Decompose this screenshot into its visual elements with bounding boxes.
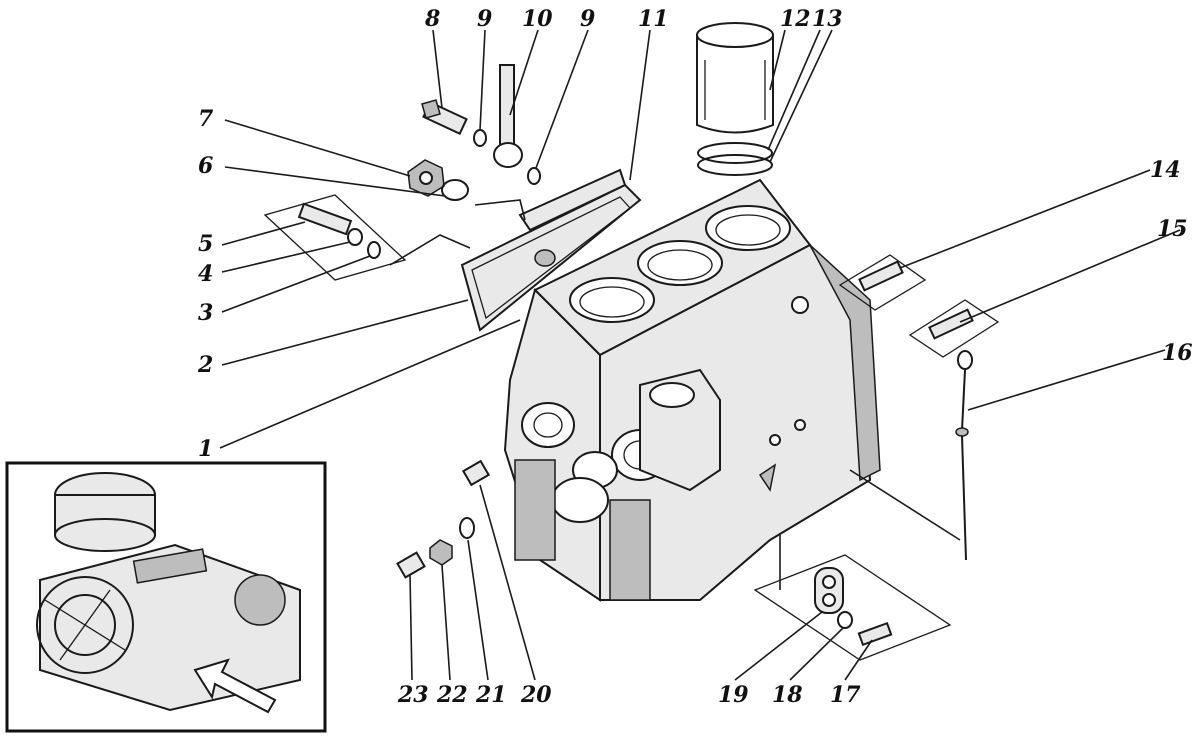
- callout-12: 12: [780, 6, 811, 32]
- callout-2: 2: [197, 352, 213, 378]
- callout-3: 3: [198, 300, 213, 326]
- studs: [838, 254, 1000, 358]
- callout-9: 9: [477, 6, 492, 32]
- cylinder-block: [503, 178, 881, 602]
- engine-inset: [5, 461, 327, 733]
- callout-14: 14: [1150, 157, 1181, 183]
- callout-17: 17: [830, 682, 861, 708]
- callout-21: 21: [475, 682, 507, 708]
- callout-7: 7: [198, 106, 214, 132]
- oil-fitting-parts: [407, 64, 541, 201]
- callout-15: 15: [1157, 216, 1188, 242]
- callout-13: 13: [812, 6, 843, 32]
- bolt-group: [263, 194, 407, 281]
- drain-plug-parts: [396, 459, 491, 579]
- callout-8: 8: [424, 6, 440, 32]
- flange-group: [753, 554, 952, 661]
- callout-6: 6: [198, 153, 213, 179]
- callout-11: 11: [638, 6, 669, 32]
- callout-20: 20: [520, 682, 552, 708]
- callout-10: 10: [522, 6, 553, 32]
- callout-labels: 8 9 10 9 11 12 13 7 6 5 4 3 2 1 14 15 16…: [197, 6, 1193, 708]
- callout-23: 23: [397, 682, 429, 708]
- callout-22: 22: [436, 682, 468, 708]
- side-cover-gasket: [460, 168, 642, 332]
- callout-16: 16: [1162, 340, 1193, 366]
- dipstick: [955, 350, 973, 561]
- callout-9: 9: [580, 6, 595, 32]
- callout-18: 18: [772, 682, 803, 708]
- cylinder-liner: [696, 22, 774, 176]
- callout-1: 1: [198, 436, 213, 462]
- callout-4: 4: [198, 261, 213, 287]
- callout-5: 5: [198, 231, 213, 257]
- callout-19: 19: [718, 682, 749, 708]
- leader-lines: [219, 29, 1181, 681]
